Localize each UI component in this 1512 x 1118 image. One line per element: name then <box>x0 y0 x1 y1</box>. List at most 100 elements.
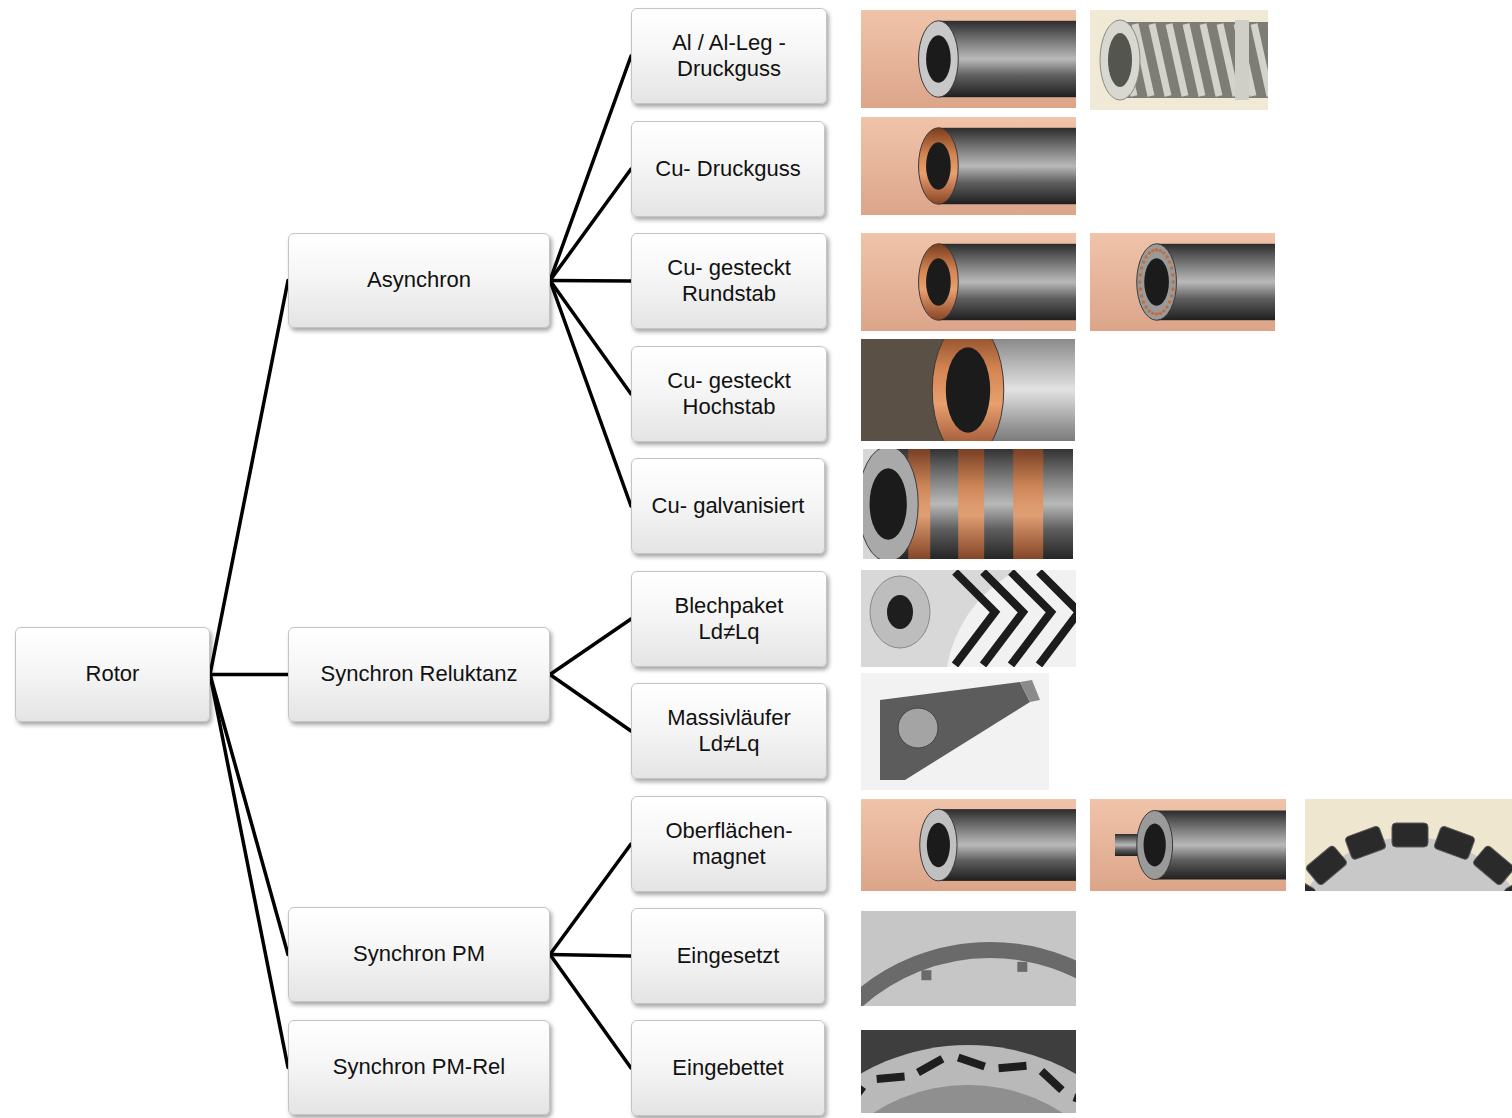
cage-photo <box>1090 10 1268 110</box>
bar-end <box>1159 311 1163 315</box>
connector-line <box>550 281 631 395</box>
short-circuit-ring <box>1235 20 1249 100</box>
connector-line <box>210 675 288 955</box>
bore <box>927 823 950 867</box>
copper-band <box>1013 449 1043 559</box>
node-label: Asynchron <box>367 267 471 293</box>
shaft-end <box>870 576 930 648</box>
bore <box>926 142 951 189</box>
shaft-end <box>898 708 938 748</box>
end-ring <box>920 809 957 881</box>
end-ring <box>1137 811 1173 880</box>
bar-end <box>1165 305 1169 309</box>
end-ring <box>919 128 959 204</box>
category-box: Synchron PM <box>288 907 550 1002</box>
bar-end <box>1155 248 1159 252</box>
connector-line <box>550 955 631 1069</box>
bar-end <box>1151 249 1155 253</box>
node-label: Cu- Druckguss <box>655 156 800 182</box>
bar-end <box>1162 251 1166 255</box>
bar-end <box>1171 280 1175 284</box>
node-label: Blechpaket Ld≠Lq <box>646 593 812 646</box>
bar-end <box>1144 255 1148 259</box>
bore <box>1144 258 1169 305</box>
magnet-ring-photo <box>1305 799 1512 891</box>
magnet-notch <box>1017 962 1027 972</box>
bar-end <box>1162 309 1166 313</box>
variant-box: Eingesetzt <box>631 908 825 1004</box>
bar-end <box>1148 309 1152 313</box>
connector-line <box>550 169 631 281</box>
connector-line <box>550 56 631 281</box>
rotor-body <box>938 244 1076 320</box>
variant-box: Massivläufer Ld≠Lq <box>631 683 827 779</box>
node-label: Massivläufer Ld≠Lq <box>646 705 812 758</box>
photo-background <box>861 673 1049 790</box>
embedded-magnet <box>1039 1068 1065 1093</box>
surface-magnet <box>1472 845 1512 887</box>
cage-bar <box>1169 24 1185 96</box>
connector-line <box>550 279 631 283</box>
variant-box: Cu- galvanisiert <box>631 458 825 554</box>
solid-rotor <box>880 682 1030 780</box>
bore <box>1108 33 1132 87</box>
rotor-body <box>1155 811 1286 880</box>
embedded-magnet <box>861 1084 866 1111</box>
lamination-sheet <box>945 570 1076 667</box>
category-box: Asynchron <box>288 233 550 328</box>
rotor-photo <box>861 799 1076 891</box>
category-box: Synchron PM-Rel <box>288 1020 550 1115</box>
rotor-photo <box>861 10 1076 108</box>
connector-line <box>550 281 631 507</box>
root-box: Rotor <box>15 627 210 722</box>
bar-end <box>1170 294 1174 298</box>
lamination-photo <box>861 911 1076 1006</box>
rotor-body <box>1157 244 1275 320</box>
bore <box>870 468 907 540</box>
copper-band <box>958 449 984 559</box>
lamination-photo <box>861 1030 1076 1113</box>
node-label: Rotor <box>86 661 140 687</box>
cage-bar <box>1186 24 1202 96</box>
node-label: Eingesetzt <box>677 943 780 969</box>
bar-end <box>1155 312 1159 316</box>
lamination-stack <box>861 1045 1076 1113</box>
node-label: Cu- galvanisiert <box>652 493 805 519</box>
node-label: Synchron PM <box>353 941 485 967</box>
variant-box: Cu- gesteckt Rundstab <box>631 233 827 329</box>
surface-magnet <box>1392 823 1428 847</box>
connector-line <box>210 675 288 1068</box>
variant-box: Cu- Druckguss <box>631 121 825 217</box>
connector-line <box>210 673 288 677</box>
solid-rotor <box>1020 680 1040 702</box>
surface-magnet <box>1345 825 1387 860</box>
embedded-magnet <box>998 1062 1027 1072</box>
bar-end <box>1140 266 1144 270</box>
surface-magnet <box>1503 878 1512 891</box>
bore <box>887 595 913 629</box>
category-box: Synchron Reluktanz <box>288 627 550 722</box>
bar-end <box>1142 260 1146 264</box>
connector-line <box>550 675 631 732</box>
node-label: Eingebettet <box>672 1055 783 1081</box>
bar-end <box>1138 280 1142 284</box>
rotor-photo <box>863 449 1073 559</box>
bore <box>1144 824 1166 867</box>
surface-magnet <box>1433 825 1475 860</box>
rotor-photo <box>861 339 1075 441</box>
variant-box: Cu- gesteckt Hochstab <box>631 346 827 442</box>
embedded-magnet <box>876 1073 905 1083</box>
connector-line <box>210 281 288 675</box>
lamination-stack <box>861 1085 1076 1113</box>
node-label: Cu- gesteckt Rundstab <box>646 255 812 308</box>
cage-bar <box>1254 24 1268 96</box>
bar-end <box>1140 294 1144 298</box>
rotor-photo <box>1090 799 1286 891</box>
rotor-body <box>938 21 1076 97</box>
rotor-body <box>938 809 1076 881</box>
bar-end <box>1142 300 1146 304</box>
bar-end <box>1171 273 1175 277</box>
variant-box: Oberflächen- magnet <box>631 796 827 892</box>
